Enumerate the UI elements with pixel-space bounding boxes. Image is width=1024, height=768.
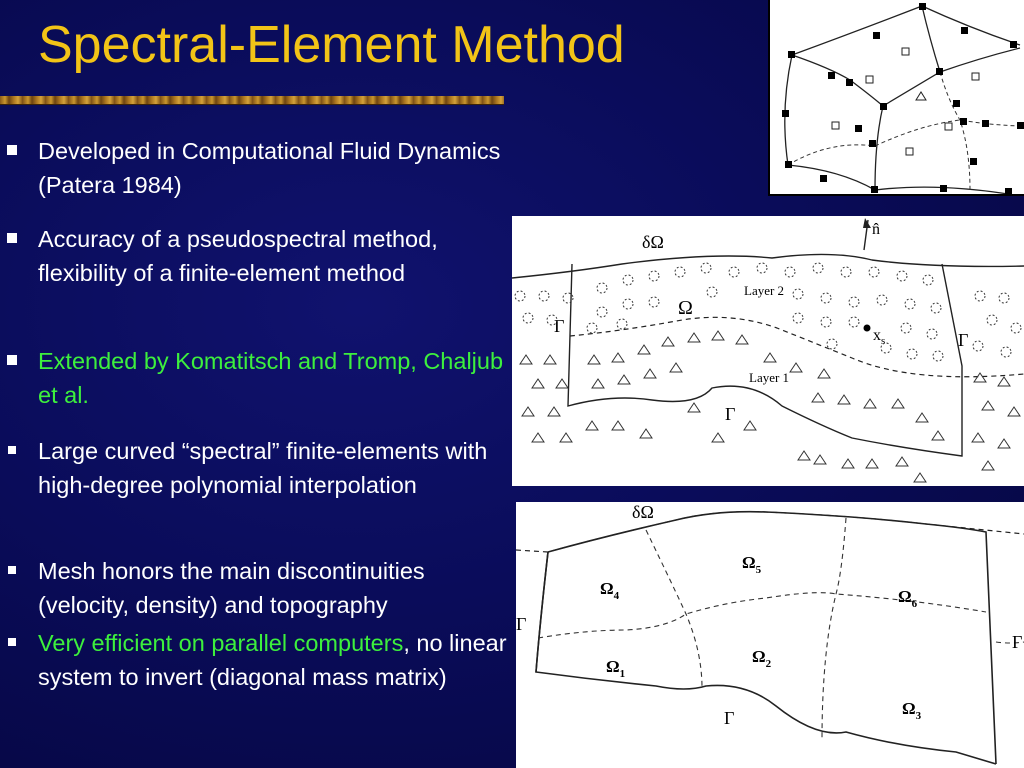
gamma-right-label: Γ — [1012, 632, 1022, 652]
omega-symbol: Ω — [606, 657, 620, 676]
bullet-item: Very efficient on parallel computers, no… — [8, 626, 508, 694]
bullet-item: Mesh honors the main discontinuities (ve… — [8, 554, 508, 622]
bullet-item: Developed in Computational Fluid Dynamic… — [7, 134, 508, 202]
source-x-label: x — [873, 327, 881, 344]
layered-domain-diagram: n̂ δΩ Ω Layer 2 Layer 1 xs Γ Γ Γ — [512, 218, 1024, 483]
bullet-marker — [7, 145, 17, 155]
element-decomposition-diagram: δΩ Γ Γ Γ Ω4 Ω5 Ω6 Ω1 Ω2 Ω3 — [516, 502, 1024, 765]
bullet-marker — [8, 638, 16, 646]
element-index: 3 — [916, 710, 922, 722]
omega-symbol: Ω — [600, 579, 614, 598]
element-label: Ω3 — [902, 699, 922, 722]
layered-domain-figure: n̂ δΩ Ω Layer 2 Layer 1 xs Γ Γ Γ — [512, 216, 1024, 486]
gamma-bottom-label: Γ — [725, 404, 735, 424]
bullet-text: Mesh honors the main discontinuities (ve… — [38, 558, 425, 618]
bullet-marker — [7, 233, 17, 243]
bullet-marker — [8, 566, 16, 574]
omega-symbol: Ω — [742, 553, 756, 572]
element-index: 4 — [614, 590, 620, 602]
bullet-text: Accuracy of a pseudospectral method, fle… — [38, 226, 438, 286]
bullet-text: Large curved “spectral” finite-elements … — [38, 438, 488, 498]
bullet-text: Extended by Komatitsch and Tromp, Chalju… — [38, 348, 504, 408]
gamma-right-label: Γ — [958, 330, 968, 350]
bullet-text-highlight: Very efficient on parallel computers — [38, 630, 404, 656]
element-label: Ω5 — [742, 553, 762, 576]
element-label: Ω6 — [898, 587, 918, 610]
gamma-left-label: Γ — [554, 316, 564, 336]
domain-label: Ω — [678, 297, 693, 319]
omega-symbol: Ω — [902, 699, 916, 718]
element-decomposition-figure: δΩ Γ Γ Γ Ω4 Ω5 Ω6 Ω1 Ω2 Ω3 — [516, 502, 1024, 768]
bullet-item: Large curved “spectral” finite-elements … — [8, 434, 508, 502]
layer1-label: Layer 1 — [749, 370, 789, 385]
source-label: xs — [873, 327, 885, 347]
omega-symbol: Ω — [752, 647, 766, 666]
bullet-list: Developed in Computational Fluid Dynamic… — [0, 0, 510, 768]
bullet-marker — [8, 446, 16, 454]
bullet-item: Extended by Komatitsch and Tromp, Chalju… — [7, 344, 508, 412]
boundary-label: δΩ — [632, 502, 654, 522]
bullet-item: Accuracy of a pseudospectral method, fle… — [7, 222, 508, 290]
layer2-label: Layer 2 — [744, 283, 784, 298]
mesh-diagram — [782, 3, 1024, 194]
element-index: 5 — [756, 564, 762, 576]
source-subscript: s — [881, 335, 885, 347]
element-index: 2 — [766, 658, 772, 670]
gamma-bottom-label: Γ — [724, 708, 734, 728]
source-point — [863, 324, 871, 332]
element-label: Ω1 — [606, 657, 625, 680]
bullet-text: , no linear system to invert (diagonal m… — [38, 630, 507, 690]
element-index: 6 — [912, 598, 918, 610]
bullet-text: Developed in Computational Fluid Dynamic… — [38, 138, 501, 198]
element-label: Ω2 — [752, 647, 772, 670]
gamma-left-label: Γ — [516, 614, 526, 634]
omega-symbol: Ω — [898, 587, 912, 606]
bullet-marker — [7, 355, 17, 365]
normal-label: n̂ — [872, 221, 880, 238]
slide-title: Spectral-Element Method — [38, 16, 625, 74]
title-divider — [0, 96, 504, 104]
layer1-markers — [519, 330, 1021, 483]
element-index: 1 — [620, 668, 626, 680]
element-label: Ω4 — [600, 579, 620, 602]
layer2-markers — [514, 262, 1022, 362]
mesh-figure — [768, 0, 1024, 196]
boundary-label: δΩ — [642, 232, 664, 252]
